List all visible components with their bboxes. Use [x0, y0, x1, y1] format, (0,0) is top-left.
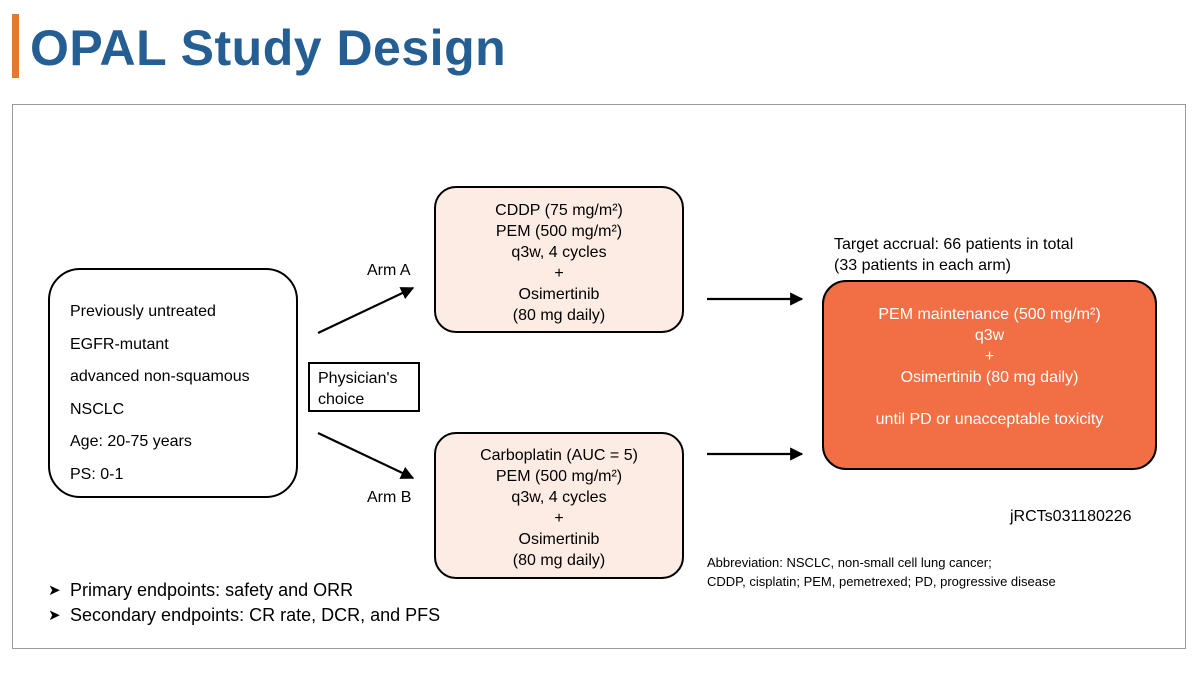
arm-a-label: Arm A [367, 262, 411, 279]
arrow-to-arm-b [317, 432, 415, 479]
secondary-endpoint-text: Secondary endpoints: CR rate, DCR, and P… [70, 605, 441, 625]
arm-a-line: Osimertinib [518, 286, 600, 303]
target-accrual-line-1: Target accrual: 66 patients in total [834, 236, 1074, 253]
arm-b-line: PEM (500 mg/m²) [495, 468, 623, 485]
physicians-choice-box: Physician's choice [308, 362, 420, 412]
abbreviation-line-2: CDDP, cisplatin; PEM, pemetrexed; PD, pr… [707, 574, 1056, 589]
registry-id: jRCTs031180226 [1010, 508, 1132, 525]
maintenance-line: PEM maintenance (500 mg/m²) [878, 306, 1101, 323]
maintenance-spacer [824, 388, 1155, 409]
arm-a-line: q3w, 4 cycles [511, 244, 607, 261]
arm-a-box: CDDP (75 mg/m²) PEM (500 mg/m²) q3w, 4 c… [434, 186, 684, 333]
target-accrual: Target accrual: 66 patients in total (33… [834, 234, 1073, 276]
arm-a-line: PEM (500 mg/m²) [495, 223, 623, 240]
choice-line-2: choice [318, 391, 365, 408]
arm-b-line: Osimertinib [518, 531, 600, 548]
maintenance-line: + [984, 348, 995, 365]
abbreviation-line-1: Abbreviation: NSCLC, non-small cell lung… [707, 555, 992, 570]
criteria-line: advanced non-squamous [70, 368, 250, 385]
maintenance-line: q3w [974, 327, 1005, 344]
title-accent-bar [12, 14, 19, 78]
target-accrual-line-2: (33 patients in each arm) [834, 257, 1011, 274]
maintenance-line: Osimertinib (80 mg daily) [900, 369, 1079, 386]
primary-endpoint-item: ➤ Primary endpoints: safety and ORR [48, 578, 440, 603]
criteria-line: Age: 20-75 years [70, 433, 192, 450]
arrowhead-bullet-icon: ➤ [48, 582, 61, 599]
arm-b-line: (80 mg daily) [512, 552, 606, 569]
criteria-line: NSCLC [70, 400, 125, 418]
diagram-frame [12, 104, 1186, 649]
page-title: OPAL Study Design [30, 20, 507, 76]
arm-b-label: Arm B [367, 489, 412, 506]
patient-criteria-box: Previously untreated EGFR-mutant advance… [48, 268, 298, 498]
arrow-to-arm-a [317, 287, 415, 334]
arm-a-line: (80 mg daily) [512, 307, 606, 324]
arm-b-box: Carboplatin (AUC = 5) PEM (500 mg/m²) q3… [434, 432, 684, 579]
criteria-line: EGFR-mutant [70, 335, 169, 353]
arrowhead-bullet-icon: ➤ [48, 607, 61, 624]
abbreviation-note: Abbreviation: NSCLC, non-small cell lung… [707, 553, 1056, 591]
arm-b-line: Carboplatin (AUC = 5) [480, 447, 638, 464]
arm-b-line: q3w, 4 cycles [511, 489, 607, 506]
primary-endpoint-text: Primary endpoints: safety and ORR [70, 580, 354, 600]
maintenance-until: until PD or unacceptable toxicity [875, 411, 1104, 428]
endpoints-list: ➤ Primary endpoints: safety and ORR ➤ Se… [48, 578, 440, 628]
maintenance-box: PEM maintenance (500 mg/m²) q3w + Osimer… [822, 280, 1157, 470]
arm-b-line: + [554, 510, 564, 527]
arm-a-line: + [554, 265, 564, 282]
criteria-line: PS: 0-1 [70, 465, 124, 483]
arm-a-line: CDDP (75 mg/m²) [495, 202, 623, 219]
choice-line-1: Physician's [318, 370, 398, 387]
criteria-line: Previously untreated [70, 303, 216, 320]
secondary-endpoint-item: ➤ Secondary endpoints: CR rate, DCR, and… [48, 603, 440, 628]
